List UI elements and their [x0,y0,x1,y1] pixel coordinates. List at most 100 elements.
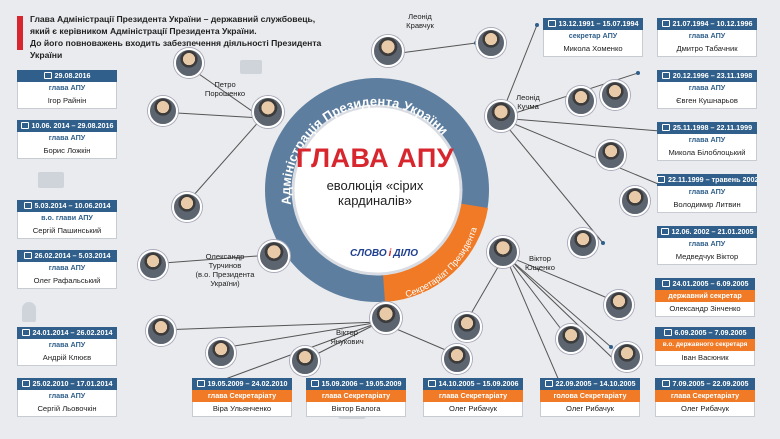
card-date: 19.05.2009 – 24.02.2010 [192,378,292,390]
card-role: в.о. державного секретаря [655,339,755,351]
photo-zinchenko [604,290,634,320]
intro-accent [17,16,23,50]
card-date: 26.02.2014 – 5.03.2014 [17,250,117,262]
president-first-name: Віктор [336,328,358,337]
official-card: 12.06. 2002 – 21.01.2005 глава АПУ Медве… [657,226,757,265]
photo-turchynov [258,240,290,272]
card-name: Олександр Зінченко [655,302,755,317]
official-card: 10.06. 2014 – 29.08.2016 глава АПУ Борис… [17,120,117,159]
card-name: Олег Рафальський [17,274,117,289]
card-date-text: 25.02.2010 – 17.01.2014 [32,379,113,388]
official-card: 29.08.2016 глава АПУ Ігор Райнін [17,70,117,109]
card-date-text: 6.09.2005 – 7.09.2005 [674,328,747,337]
president-last-name: Янукович [330,337,364,346]
card-date-text: 10.06. 2014 – 29.08.2016 [31,121,114,130]
card-date-text: 29.08.2016 [54,71,91,80]
photo-lozhkin [148,96,178,126]
card-date: 25.11.1998 – 22.11.1999 [657,122,757,134]
card-name: Віктор Балога [306,402,406,417]
president-first-name: Леонід [408,12,432,21]
card-date: 6.09.2005 – 7.09.2005 [655,327,755,339]
photo-lovochkin [206,338,236,368]
card-date: 13.12.1991 – 15.07.1994 [543,18,643,30]
card-date-text: 13.12.1991 – 15.07.1994 [558,19,639,28]
card-role: секретар АПУ [543,30,643,42]
card-name: Андрій Клюєв [17,351,117,366]
card-date-text: 12.06. 2002 – 21.01.2005 [671,227,754,236]
card-role: глава АПУ [657,82,757,94]
people-icon [22,302,36,322]
photo-kravchuk [372,35,404,67]
calendar-icon [427,380,436,387]
card-role: в.о. глави АПУ [17,212,117,224]
president-last-name: Турчинов [208,261,242,270]
official-card: 5.03.2014 – 10.06.2014 в.о. глави АПУ Се… [17,200,117,239]
photo-vasiunyk [612,342,642,372]
photo-medvedchuk [568,228,598,258]
card-date: 20.12.1996 – 23.11.1998 [657,70,757,82]
president-first-name: Леонід [516,93,540,102]
card-date: 21.07.1994 – 10.12.1996 [657,18,757,30]
logo-part: СЛОВО [350,248,387,259]
official-card: 7.09.2005 – 22.09.2005 глава Секретаріат… [655,378,755,417]
photo-rybachuk-2 [556,324,586,354]
photo-ulianchenko [290,346,320,376]
logo-part: ДІЛО [393,248,419,259]
photo-tabachnyk [600,80,630,110]
president-last-name: Ющенко [525,263,555,272]
card-date: 10.06. 2014 – 29.08.2016 [17,120,117,132]
official-card: 24.01.2014 – 26.02.2014 глава АПУ Андрій… [17,327,117,366]
calendar-icon [663,329,672,336]
photo-kliuiev [146,316,176,346]
photo-lytvyn [620,186,650,216]
card-date-text: 24.01.2005 – 6.09.2005 [672,279,749,288]
president-label: Петро Порошенко [200,80,250,98]
calendar-icon [23,202,32,209]
president-first-name: Віктор [529,254,551,263]
calendar-icon [661,380,670,387]
card-date-text: 20.12.1996 – 23.11.1998 [672,71,753,80]
card-date: 24.01.2014 – 26.02.2014 [17,327,117,339]
card-date-text: 22.09.2005 – 14.10.2005 [555,379,636,388]
card-date: 24.01.2005 – 6.09.2005 [655,278,755,290]
card-date-text: 5.03.2014 – 10.06.2014 [34,201,111,210]
card-date: 12.06. 2002 – 21.01.2005 [657,226,757,238]
president-label: Віктор Янукович [322,328,372,346]
calendar-icon [547,20,556,27]
president-label: Леонід Кучма [508,93,548,111]
official-card: 25.11.1998 – 22.11.1999 глава АПУ Микола… [657,122,757,161]
president-label: Віктор Ющенко [520,254,560,272]
card-name: Сергій Льовочкін [17,402,117,417]
card-name: Микола Хоменко [543,42,643,57]
official-card: 26.02.2014 – 5.03.2014 глава АПУ Олег Ра… [17,250,117,289]
card-name: Олег Рибачук [655,402,755,417]
card-date-text: 25.11.1998 – 22.11.1999 [672,123,753,132]
calendar-icon [43,72,52,79]
card-date: 25.02.2010 – 17.01.2014 [17,378,117,390]
card-date: 5.03.2014 – 10.06.2014 [17,200,117,212]
card-name: Медведчук Віктор [657,250,757,265]
card-date-text: 7.09.2005 – 22.09.2005 [672,379,749,388]
card-date-text: 24.01.2014 – 26.02.2014 [32,328,113,337]
calendar-icon [660,228,669,235]
intro-line: який є керівником Адміністрації Президен… [30,26,257,36]
card-date-text: 14.10.2005 – 15.09.2006 [438,379,519,388]
card-date: 22.09.2005 – 14.10.2005 [540,378,640,390]
calendar-icon [661,20,670,27]
inner-circle [291,104,463,276]
card-date: 22.11.1999 – травень 2002 [657,174,757,186]
card-name: Євген Кушнарьов [657,94,757,109]
card-role: глава АПУ [657,134,757,146]
card-date: 15.09.2006 – 19.05.2009 [306,378,406,390]
card-name: Ігор Райнін [17,94,117,109]
card-date-text: 21.07.1994 – 10.12.1996 [672,19,753,28]
president-label: Леонід Кравчук [390,12,450,30]
president-last-name: Порошенко [204,89,246,98]
briefcase-icon [38,172,64,188]
card-name: Сергій Пашинський [17,224,117,239]
card-role: глава АПУ [17,132,117,144]
subtitle-line: еволюція «сірих [326,178,424,193]
card-role: глава АПУ [17,339,117,351]
official-card: 14.10.2005 – 15.09.2006 глава Секретаріа… [423,378,523,417]
calendar-icon [20,122,29,129]
